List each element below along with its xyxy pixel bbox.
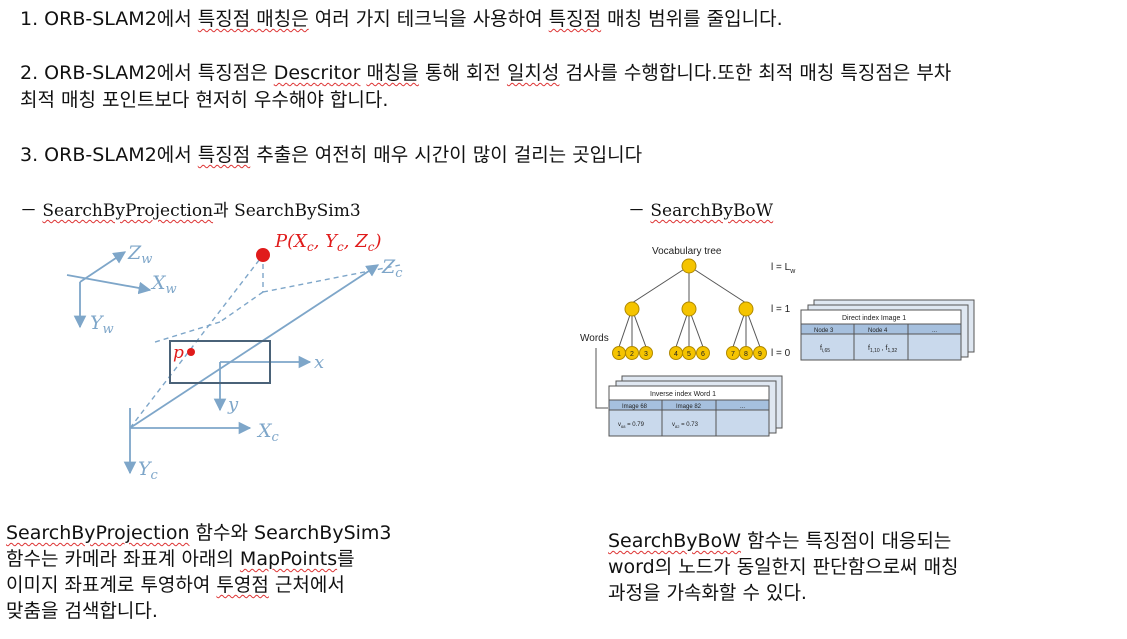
word-node-label: 7 — [731, 351, 735, 358]
direct-index-val: f1,10 , f1,32 — [868, 345, 897, 354]
inverse-index-col: Image 68 — [622, 404, 648, 410]
camera-x-label: Xc — [256, 420, 280, 445]
level-top-label: l = Lw — [771, 262, 796, 275]
world-z-label: Zw — [127, 242, 152, 267]
word-node-label: 4 — [674, 351, 678, 358]
point-1-text: 1. ORB-SLAM2에서 특징점 매칭은 여러 가지 테크닉을 사용하여 특… — [20, 8, 783, 30]
word-node — [625, 346, 639, 360]
word-node-label: 8 — [744, 351, 748, 358]
direct-index-col: Node 4 — [868, 328, 888, 334]
image-point-label: p — [173, 343, 184, 363]
camera-projection-diagram: Zw Xw Yw p P(Xc, Yc, Zc) Zc x y Xc Yc — [66, 231, 403, 483]
tree-node — [624, 301, 640, 317]
inverse-index-table: Inverse index Word 1 Image 68 Image 82 .… — [608, 375, 783, 437]
inverse-index-val: v82 = 0.73 — [672, 422, 699, 429]
direct-index-col: Node 3 — [814, 328, 834, 334]
word-node-label: 5 — [687, 351, 691, 358]
tree-node — [738, 301, 754, 317]
camera-z-label: Zc — [381, 256, 403, 281]
description-bow: SearchByBoW 함수는 특징점이 대응되는 word의 노드가 동일한지… — [608, 530, 959, 604]
direct-index-table: Direct index Image 1 Node 3 Node 4 ... f… — [800, 299, 975, 361]
world-x-label: Xw — [150, 272, 177, 297]
root-node — [681, 258, 697, 274]
vocab-tree-title: Vocabulary tree — [652, 246, 722, 257]
section-heading-bow: － SearchByBoW — [628, 201, 774, 221]
word-node-label: 2 — [630, 351, 634, 358]
level-mid-label: l = 1 — [771, 304, 791, 315]
world-point-label: P(Xc, Yc, Zc) — [274, 231, 381, 254]
inverse-index-col: Image 82 — [676, 404, 702, 410]
word-node — [739, 346, 753, 360]
word-node — [639, 346, 653, 360]
world-y-label: Yw — [90, 312, 114, 337]
word-node-label: 9 — [758, 351, 762, 358]
word-node — [753, 346, 767, 360]
direct-index-col: ... — [932, 328, 937, 334]
inverse-index-col: ... — [740, 404, 745, 410]
image-y-label: y — [227, 394, 239, 415]
tree-node — [681, 301, 697, 317]
description-projection: SearchByProjection 함수와 SearchBySim3 함수는 … — [6, 522, 392, 622]
camera-z-axis — [129, 264, 380, 429]
world-point — [256, 248, 270, 262]
words-label: Words — [580, 333, 609, 344]
point-3-text: 3. ORB-SLAM2에서 특징점 추출은 여전히 매우 시간이 많이 걸리는… — [20, 144, 643, 166]
word-node-label: 3 — [644, 351, 648, 358]
word-node-label: 1 — [617, 351, 621, 358]
direct-index-title: Direct index Image 1 — [842, 315, 906, 322]
word-node-label: 6 — [701, 351, 705, 358]
camera-y-label: Yc — [138, 458, 159, 483]
image-plane — [169, 340, 271, 384]
section-heading-projection: － SearchByProjection과 SearchBySim3 — [20, 201, 361, 221]
inverse-index-val: v68 = 0.79 — [618, 422, 645, 429]
world-frame — [66, 251, 152, 329]
inverse-index-title: Inverse index Word 1 — [650, 391, 716, 398]
image-point — [187, 348, 195, 356]
vocabulary-tree-diagram: Vocabulary tree l = Lw l = 1 l = 0 Words… — [580, 246, 975, 437]
word-node — [696, 346, 710, 360]
image-x-label: x — [314, 352, 324, 373]
direct-index-val: fi,65 — [820, 345, 830, 354]
point-2-text: 2. ORB-SLAM2에서 특징점은 Descritor 매칭을 통해 회전 … — [20, 62, 952, 111]
level-bot-label: l = 0 — [771, 348, 791, 359]
word-node — [682, 346, 696, 360]
